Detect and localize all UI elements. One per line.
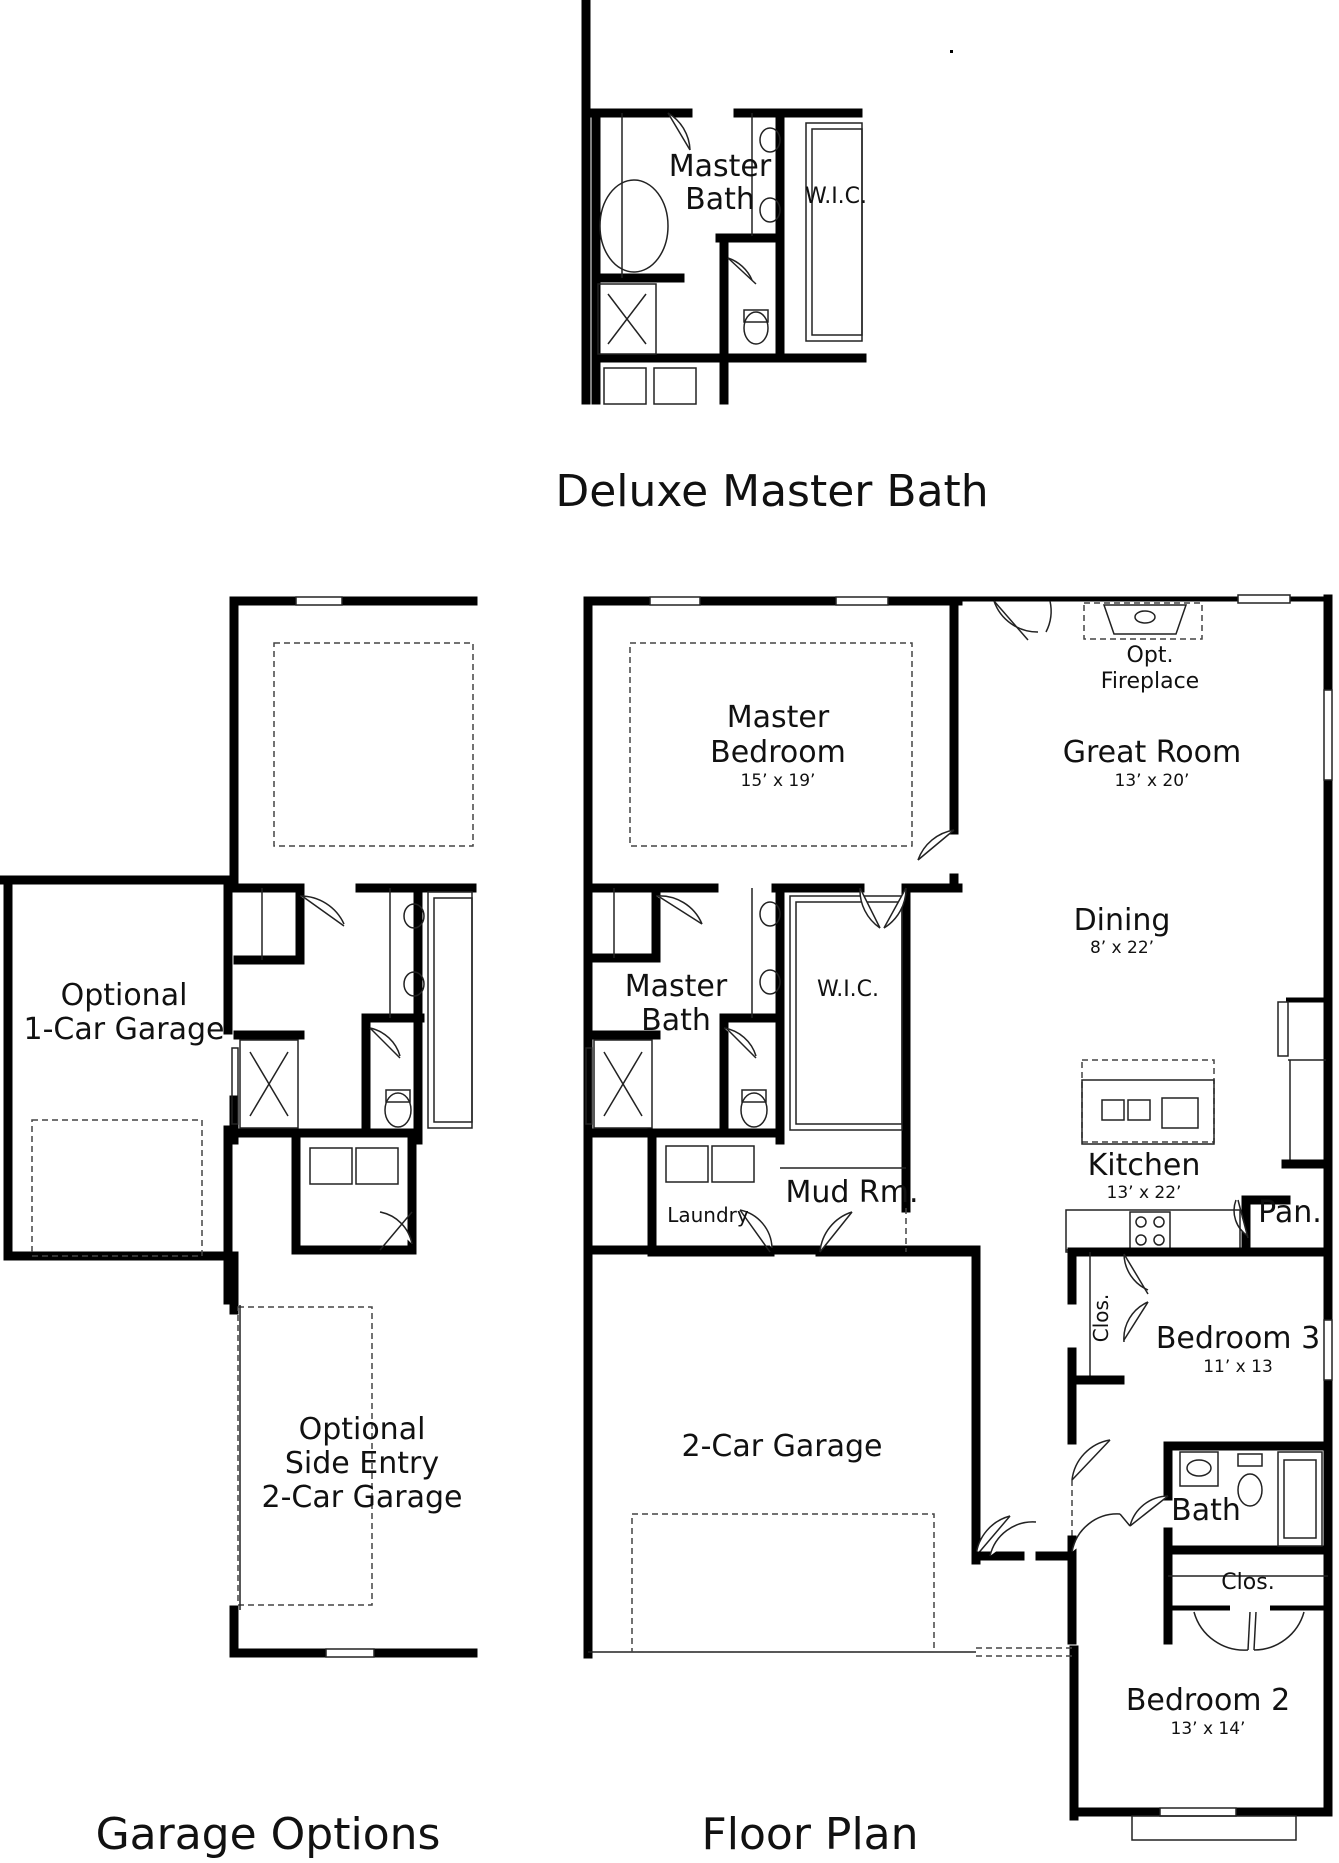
deluxe-master-bath-label-line2: Bath bbox=[685, 182, 755, 217]
optional-1-car-garage-line1: Optional bbox=[61, 978, 188, 1013]
bedroom3-dimensions: 11’ x 13 bbox=[1203, 1357, 1273, 1377]
optional-1-car-garage-line2: 1-Car Garage bbox=[24, 1012, 225, 1047]
bedroom2-label: Bedroom 2 bbox=[1126, 1683, 1290, 1718]
great-room-label: Great Room bbox=[1063, 735, 1242, 770]
optional-side-entry-garage-line2: Side Entry bbox=[285, 1446, 439, 1481]
dining-dimensions: 8’ x 22’ bbox=[1090, 938, 1154, 958]
bedroom3-closet-label: Clos. bbox=[1089, 1294, 1113, 1343]
bath-label: Bath bbox=[1171, 1493, 1241, 1528]
optional-side-entry-garage-line3: 2-Car Garage bbox=[262, 1480, 463, 1515]
bedroom2-closet-label: Clos. bbox=[1221, 1570, 1274, 1595]
master-bath-line1: Master bbox=[625, 969, 728, 1004]
deluxe-master-bath-label-line1: Master bbox=[669, 149, 772, 184]
great-room-dimensions: 13’ x 20’ bbox=[1115, 771, 1190, 791]
master-bedroom-line1: Master bbox=[727, 700, 830, 735]
wic-label: W.I.C. bbox=[817, 977, 879, 1002]
master-bedroom-dimensions: 15’ x 19’ bbox=[741, 771, 816, 791]
caption-floor-plan: Floor Plan bbox=[701, 1809, 918, 1860]
bedroom2-dimensions: 13’ x 14’ bbox=[1171, 1719, 1246, 1739]
dining-label: Dining bbox=[1074, 903, 1171, 938]
two-car-garage-label: 2-Car Garage bbox=[682, 1429, 883, 1464]
kitchen-dimensions: 13’ x 22’ bbox=[1107, 1183, 1182, 1203]
garage-options-drawing bbox=[0, 596, 478, 1658]
deluxe-wic-label: W.I.C. bbox=[805, 184, 867, 209]
bedroom3-label: Bedroom 3 bbox=[1156, 1321, 1320, 1356]
caption-deluxe-master-bath: Deluxe Master Bath bbox=[555, 466, 988, 517]
opt-fireplace-line1: Opt. bbox=[1127, 643, 1174, 668]
kitchen-label: Kitchen bbox=[1088, 1148, 1201, 1183]
master-bedroom-line2: Bedroom bbox=[710, 735, 846, 770]
caption-garage-options: Garage Options bbox=[96, 1809, 441, 1860]
master-bath-line2: Bath bbox=[641, 1003, 711, 1038]
pantry-label: Pan. bbox=[1258, 1195, 1322, 1230]
optional-side-entry-garage-line1: Optional bbox=[299, 1412, 426, 1447]
deluxe-master-bath-drawing bbox=[581, 0, 953, 405]
mud-room-label: Mud Rm. bbox=[785, 1175, 918, 1210]
main-floor-plan-drawing bbox=[583, 594, 1333, 1841]
laundry-label: Laundry bbox=[667, 1203, 749, 1227]
opt-fireplace-line2: Fireplace bbox=[1101, 669, 1199, 694]
